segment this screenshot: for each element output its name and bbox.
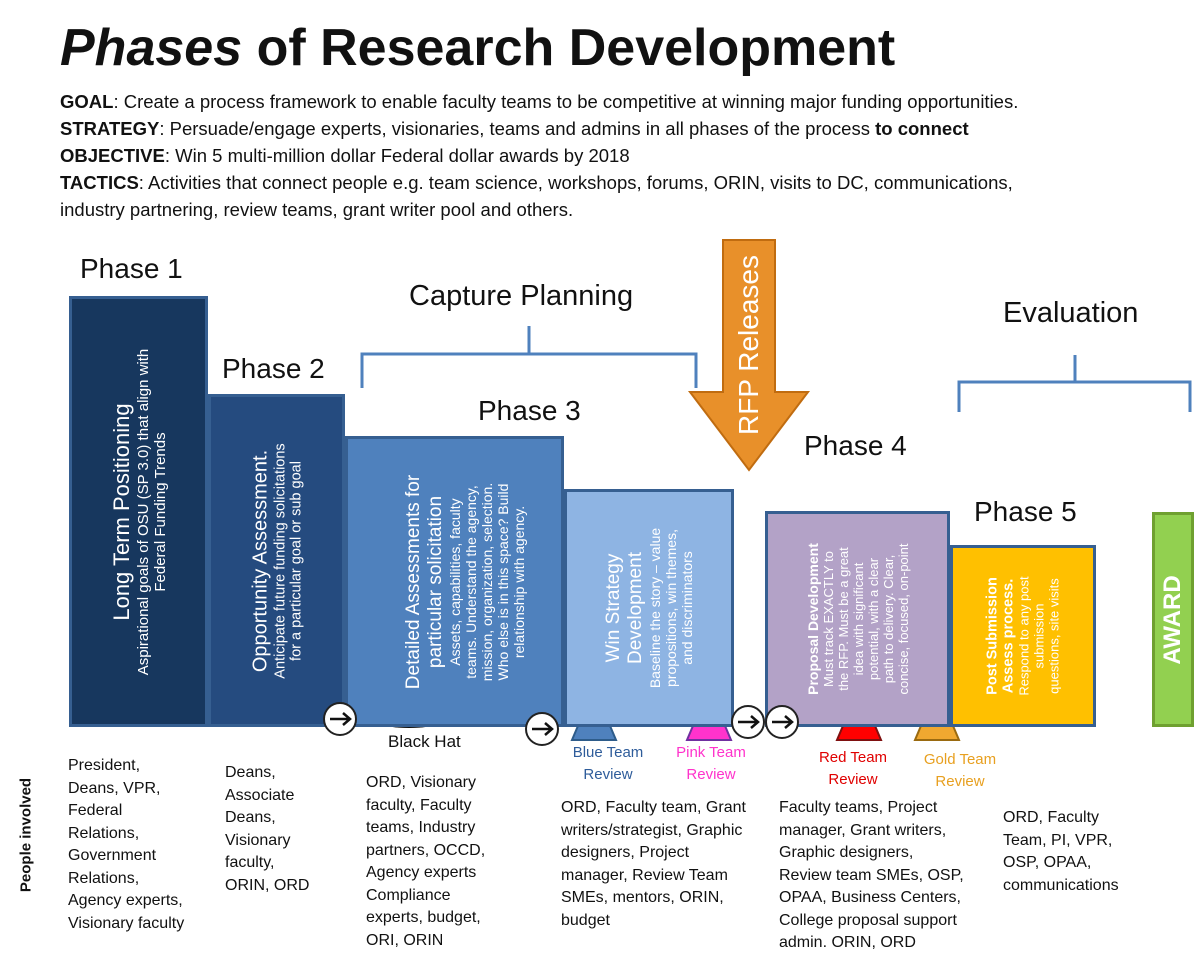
black-hat-label: Black Hat <box>388 732 461 751</box>
phase-5-heading: Post Submission <box>984 577 1001 695</box>
title-emphasis: Phases <box>60 19 243 77</box>
phase-3-bar: Detailed Assessments for particular soli… <box>345 436 564 727</box>
tactics-line: TACTICS: Activities that connect people … <box>60 172 1013 193</box>
phase-2-heading: Opportunity Assessment. <box>249 449 271 672</box>
people-involved-box: People involved <box>14 760 38 910</box>
evaluation-bracket <box>957 355 1192 412</box>
tactics-line-2: industry partnering, review teams, grant… <box>60 199 574 220</box>
phase-5-label: Phase 5 <box>974 496 1077 527</box>
page-title: Phases of Research Development <box>60 18 895 78</box>
next-arrow-icon <box>731 705 765 739</box>
next-arrow-icon <box>765 705 799 739</box>
strategy-line: STRATEGY: Persuade/engage experts, visio… <box>60 118 969 139</box>
phase-4-heading: Proposal Development <box>804 543 821 695</box>
rfp-arrow <box>687 239 811 472</box>
phase-4-bar: Proposal Development Must track EXACTLY … <box>765 511 950 727</box>
title-rest: of Research Development <box>242 19 896 77</box>
rfp-releases-label: RFP Releases <box>733 254 764 436</box>
capture-planning-label: Capture Planning <box>409 280 634 312</box>
award-bar: AWARD <box>1152 512 1194 727</box>
people-involved-label: People involved <box>17 777 35 893</box>
evaluation-label: Evaluation <box>1003 297 1139 329</box>
next-arrow-icon <box>323 702 357 736</box>
next-arrow-icon <box>525 712 559 746</box>
capture-bracket <box>360 326 698 388</box>
phase-3-heading: Detailed Assessments for <box>402 474 424 689</box>
award-label: AWARD <box>1159 574 1186 665</box>
goal-line: GOAL: Create a process framework to enab… <box>60 91 1019 112</box>
phase-1-label: Phase 1 <box>80 253 183 284</box>
phase-3-label: Phase 3 <box>478 395 581 426</box>
phase-1-heading: Long Term Positioning <box>108 402 134 621</box>
win-strategy-heading: Win Strategy <box>603 553 624 663</box>
objective-line: OBJECTIVE: Win 5 multi-million dollar Fe… <box>60 145 630 166</box>
win-strategy-bar: Win Strategy Development Baseline the st… <box>564 489 734 727</box>
phase-2-label: Phase 2 <box>222 353 325 384</box>
phase-4-label: Phase 4 <box>804 430 907 461</box>
phase-1-bar: Long Term Positioning Aspirational goals… <box>69 296 208 727</box>
phase-5-bar: Post Submission Assess process. Respond … <box>950 545 1096 727</box>
rfp-releases-label-box: RFP Releases <box>729 250 769 440</box>
phase-2-bar: Opportunity Assessment. Anticipate futur… <box>208 394 345 727</box>
